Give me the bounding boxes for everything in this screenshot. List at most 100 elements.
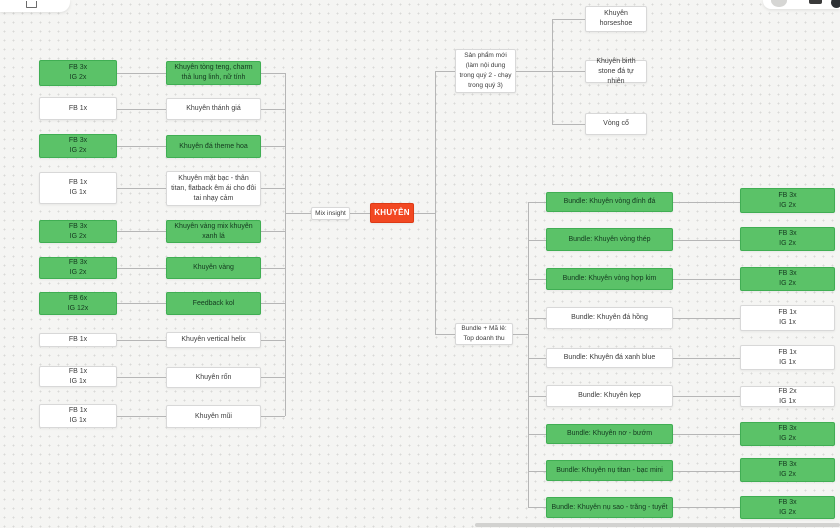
connector-v — [285, 73, 286, 416]
bundle-node[interactable]: Bundle: Khuyên vòng đính đá — [546, 192, 673, 212]
metric-node[interactable]: FB 3x IG 2x — [39, 134, 117, 158]
connector-h — [261, 340, 285, 341]
product-node[interactable]: Khuyên đá theme hoa — [166, 135, 261, 158]
connector-h — [261, 146, 285, 147]
connector-h — [528, 507, 546, 508]
connector-h — [117, 73, 166, 74]
connector-h — [673, 202, 740, 203]
product-node[interactable]: Feedback kol — [166, 292, 261, 315]
hub-node-new-products[interactable]: Sản phẩm mới (làm nội dung trong quý 2 -… — [455, 49, 516, 93]
product-node[interactable]: Khuyên vertical helix — [166, 332, 261, 348]
connector-h — [528, 396, 546, 397]
result-metric-node[interactable]: FB 3x IG 2x — [740, 227, 835, 251]
connector-h — [117, 146, 166, 147]
connector-h — [673, 240, 740, 241]
product-node[interactable]: Khuyên mũi — [166, 405, 261, 428]
avatar[interactable] — [771, 0, 787, 7]
connector-h — [673, 434, 740, 435]
connector-h — [528, 318, 546, 319]
connector-h — [516, 71, 552, 72]
connector-h — [528, 358, 546, 359]
connector-h — [673, 396, 740, 397]
connector-h — [261, 377, 285, 378]
bundle-node[interactable]: Bundle: Khuyên kẹp — [546, 385, 673, 407]
connector-h — [350, 213, 370, 214]
connector-h — [261, 188, 285, 189]
connector-h — [528, 202, 546, 203]
metric-node[interactable]: FB 6x IG 12x — [39, 292, 117, 315]
connector-h — [261, 109, 285, 110]
result-metric-node[interactable]: FB 1x IG 1x — [740, 305, 835, 331]
metric-node[interactable]: FB 3x IG 2x — [39, 220, 117, 243]
connector-h — [552, 19, 585, 20]
connector-h — [117, 416, 166, 417]
share-button[interactable] — [809, 0, 822, 4]
connector-h — [117, 268, 166, 269]
horizontal-scrollbar[interactable] — [475, 523, 840, 527]
connector-h — [117, 377, 166, 378]
bundle-node[interactable]: Bundle: Khuyên nụ sao - trăng - tuyết — [546, 497, 673, 518]
result-metric-node[interactable]: FB 3x IG 2x — [740, 267, 835, 291]
product-node[interactable]: Khuyên vàng mix khuyên xanh lá — [166, 220, 261, 243]
product-node[interactable]: Khuyên rốn — [166, 367, 261, 388]
metric-node[interactable]: FB 1x — [39, 97, 117, 120]
connector-h — [414, 213, 435, 214]
new-product-node[interactable]: Khuyên birth stone đá tự nhiên — [585, 58, 647, 85]
connector-h — [673, 358, 740, 359]
connector-h — [285, 213, 311, 214]
connector-h — [261, 303, 285, 304]
metric-node[interactable]: FB 1x IG 1x — [39, 172, 117, 204]
connector-h — [552, 71, 585, 72]
connector-h — [435, 334, 455, 335]
connector-h — [435, 71, 455, 72]
connector-h — [117, 109, 166, 110]
connector-h — [673, 471, 740, 472]
product-node[interactable]: Khuyên thánh giá — [166, 98, 261, 120]
metric-node[interactable]: FB 1x — [39, 333, 117, 347]
connector-h — [528, 471, 546, 472]
result-metric-node[interactable]: FB 3x IG 2x — [740, 188, 835, 213]
connector-h — [261, 416, 285, 417]
connector-h — [261, 268, 285, 269]
connector-h — [673, 507, 740, 508]
top-right-toolbar[interactable] — [763, 0, 840, 9]
result-metric-node[interactable]: FB 3x IG 2x — [740, 422, 835, 446]
metric-node[interactable]: FB 1x IG 1x — [39, 366, 117, 387]
hub-node-bundles[interactable]: Bundle + Mã lẻ: Top doanh thu — [455, 323, 513, 345]
top-left-toolbar[interactable] — [0, 0, 70, 12]
bundle-node[interactable]: Bundle: Khuyên nơ - bướm — [546, 424, 673, 444]
result-metric-node[interactable]: FB 3x IG 2x — [740, 496, 835, 519]
result-metric-node[interactable]: FB 1x IG 1x — [740, 345, 835, 370]
new-product-node[interactable]: Vòng cổ — [585, 113, 647, 135]
result-metric-node[interactable]: FB 3x IG 2x — [740, 458, 835, 482]
bundle-node[interactable]: Bundle: Khuyên đá xanh blue — [546, 348, 673, 368]
connector-v — [528, 202, 529, 507]
connector-h — [673, 318, 740, 319]
connector-h — [117, 303, 166, 304]
product-node[interactable]: Khuyên mặt bạc - thân titan, flatback êm… — [166, 171, 261, 206]
bundle-node[interactable]: Bundle: Khuyên nụ titan - bạc mini — [546, 460, 673, 481]
frame-icon[interactable] — [26, 1, 37, 8]
bundle-node[interactable]: Bundle: Khuyên đá hồng — [546, 307, 673, 329]
account-avatar[interactable] — [831, 0, 840, 8]
product-node[interactable]: Khuyên vàng — [166, 257, 261, 279]
connector-v — [435, 71, 436, 334]
metric-node[interactable]: FB 1x IG 1x — [39, 404, 117, 428]
metric-node[interactable]: FB 3x IG 2x — [39, 60, 117, 86]
connector-h — [117, 188, 166, 189]
connector-h — [513, 334, 528, 335]
product-node[interactable]: Khuyên tòng teng, charm thả lung linh, n… — [166, 61, 261, 85]
connector-h — [117, 231, 166, 232]
bundle-node[interactable]: Bundle: Khuyên vòng thép — [546, 228, 673, 251]
result-metric-node[interactable]: FB 2x IG 1x — [740, 386, 835, 407]
bundle-node[interactable]: Bundle: Khuyên vòng hợp kim — [546, 268, 673, 290]
metric-node[interactable]: FB 3x IG 2x — [39, 257, 117, 279]
connector-h — [673, 279, 740, 280]
connector-h — [528, 434, 546, 435]
connector-h — [261, 231, 285, 232]
connector-h — [528, 279, 546, 280]
new-product-node[interactable]: Khuyên horseshoe — [585, 6, 647, 32]
hub-node-mix-insight[interactable]: Mix insight — [311, 207, 350, 220]
root-node-khuyen[interactable]: KHUYÊN — [370, 203, 414, 223]
